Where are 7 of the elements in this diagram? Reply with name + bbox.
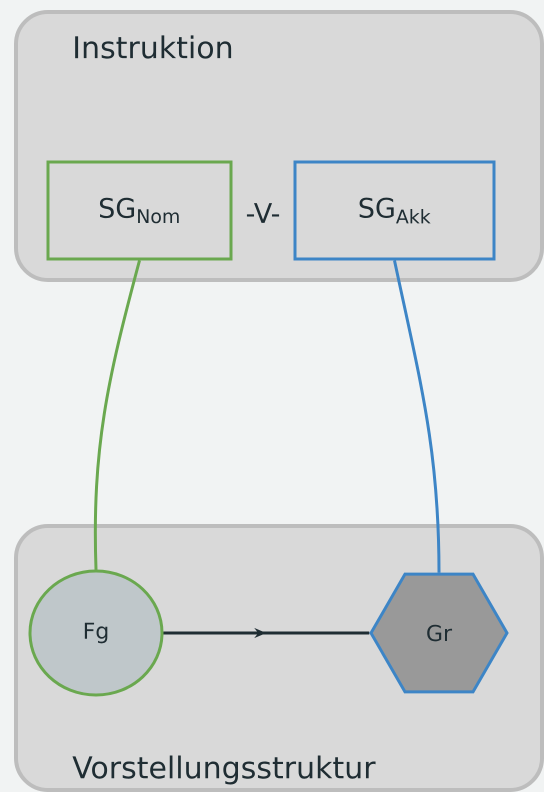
panel-heading: Vorstellungsstruktur: [72, 756, 376, 785]
verb-label: -V-: [246, 203, 280, 223]
panel-heading: Instruktion: [75, 35, 232, 59]
phrase-box: SG$_{Akk}$: [294, 160, 496, 260]
connector-line: [94, 260, 141, 570]
connector-line: [393, 260, 440, 573]
phrase-box: SG$_{Nom}$: [46, 160, 232, 260]
